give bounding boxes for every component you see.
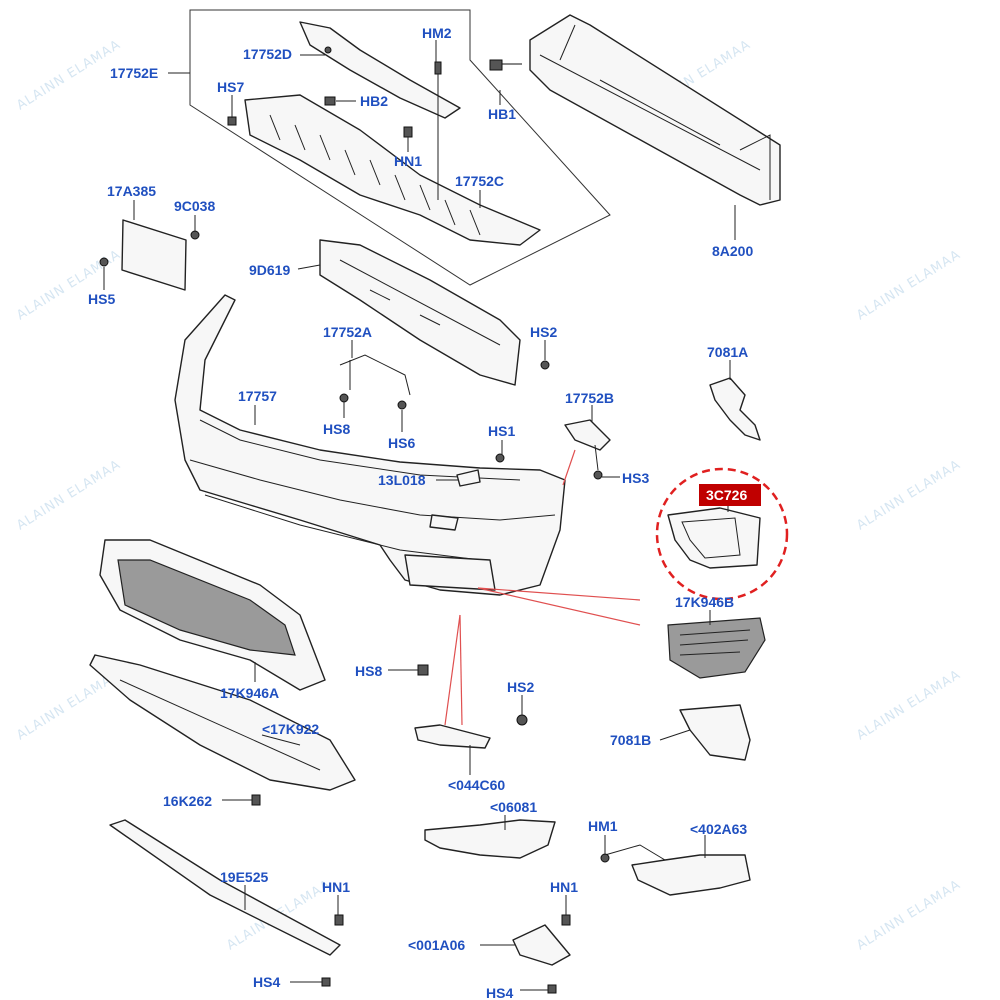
part-19E525: [109, 819, 341, 956]
red-guide-lines: [444, 449, 641, 726]
clip-hs7: [227, 116, 237, 126]
label-044C60: <044C60: [448, 777, 505, 793]
label-hs3: HS3: [622, 470, 649, 486]
clip-hb2: [324, 96, 336, 106]
label-hs7: HS7: [217, 79, 244, 95]
grille-fins: [269, 114, 481, 236]
label-7081B: 7081B: [610, 732, 651, 748]
label-hs4: HS4: [486, 985, 513, 1000]
label-17K922: <17K922: [262, 721, 319, 737]
label-hb1: HB1: [488, 106, 516, 122]
label-06081: <06081: [490, 799, 537, 815]
label-17752C: 17752C: [455, 173, 504, 189]
part-17757: [174, 294, 566, 596]
label-001A06: <001A06: [408, 937, 465, 953]
label-hs1: HS1: [488, 423, 515, 439]
watermark: ALAINN ELAMAA: [854, 667, 964, 743]
part-17A385: [121, 219, 187, 291]
label-hs8: HS8: [323, 421, 350, 437]
label-hm1: HM1: [588, 818, 618, 834]
part-17K946A: [117, 559, 296, 656]
label-13L018: 13L018: [378, 472, 426, 488]
watermark: ALAINN ELAMAA: [854, 457, 964, 533]
highlight-label-box: [699, 484, 761, 506]
part-044C60: [414, 724, 491, 749]
label-17752A: 17752A: [323, 324, 372, 340]
bolt-hb1: [489, 59, 522, 71]
label-9C038: 9C038: [174, 198, 215, 214]
fasteners: [251, 664, 571, 994]
label-17752E: 17752E: [110, 65, 158, 81]
part-7081A: [709, 377, 761, 441]
part-13L018: [456, 469, 481, 487]
part-06081: [424, 819, 556, 859]
watermark: ALAINN ELAMAA: [854, 247, 964, 323]
part-17752A: [339, 354, 411, 396]
label-hs5: HS5: [88, 291, 115, 307]
label-17K946A: 17K946A: [220, 685, 279, 701]
label-17752D: 17752D: [243, 46, 292, 62]
label-hs4: HS4: [253, 974, 280, 990]
label-19E525: 19E525: [220, 869, 268, 885]
label-7081A: 7081A: [707, 344, 748, 360]
highlight-circle: [655, 467, 789, 601]
label-9D619: 9D619: [249, 262, 290, 278]
part-001A06: [512, 924, 571, 966]
label-3C726: 3C726: [706, 487, 747, 503]
label-hs2: HS2: [530, 324, 557, 340]
part-17752D: [299, 21, 461, 119]
label-8A200: 8A200: [712, 243, 753, 259]
leader-lines: [103, 40, 736, 991]
label-16K262: 16K262: [163, 793, 212, 809]
watermark: ALAINN ELAMAA: [14, 247, 124, 323]
part-7081B: [679, 704, 751, 761]
part-17752C: [244, 94, 541, 246]
label-17757: 17757: [238, 388, 277, 404]
label-hn1: HN1: [394, 153, 422, 169]
label-402A63: <402A63: [690, 821, 747, 837]
watermark: ALAINN ELAMAA: [14, 457, 124, 533]
watermark: ALAINN ELAMAA: [14, 37, 124, 113]
part-402A63: [631, 854, 751, 896]
part-labels: 17752E 17752D HM2 HB1 HS7 HB2 HN1 17752C…: [88, 25, 753, 1000]
part-17K946B: [667, 617, 766, 679]
label-hn1: HN1: [550, 879, 578, 895]
label-hm2: HM2: [422, 25, 452, 41]
clip-hn1: [403, 126, 413, 138]
label-hs6: HS6: [388, 435, 415, 451]
group-frame: [189, 9, 611, 286]
label-17K946B: 17K946B: [675, 594, 734, 610]
label-17752B: 17752B: [565, 390, 614, 406]
label-hs2: HS2: [507, 679, 534, 695]
watermark: ALAINN ELAMAA: [854, 877, 964, 953]
bumper-fog-recess: [404, 554, 496, 591]
bumper-sensor-slot: [429, 514, 459, 531]
part-3C726: [667, 507, 761, 569]
label-17A385: 17A385: [107, 183, 156, 199]
label-hs8: HS8: [355, 663, 382, 679]
part-17752B: [564, 419, 611, 451]
label-hb2: HB2: [360, 93, 388, 109]
label-hn1: HN1: [322, 879, 350, 895]
